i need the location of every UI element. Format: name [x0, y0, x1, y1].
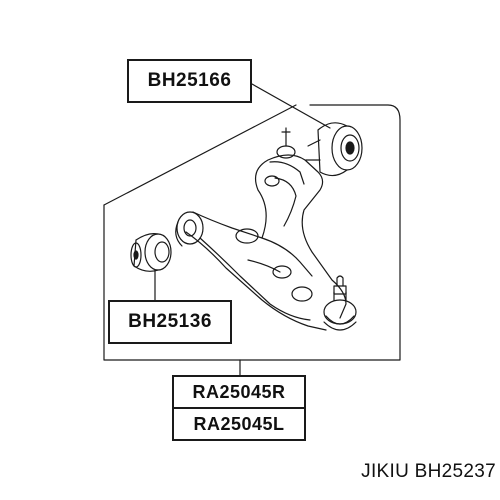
part-label-arm-right: RA25045R	[172, 375, 306, 409]
top-bushing-drawing	[305, 122, 363, 177]
assembly-frame	[103, 104, 401, 361]
control-arm-drawing	[175, 127, 347, 331]
front-bushing-drawing	[130, 233, 172, 272]
ball-joint-drawing	[323, 275, 357, 331]
assembly-frame-diagonal	[103, 104, 297, 206]
part-label-arm-left: RA25045L	[172, 407, 306, 441]
brand-part-caption: JIKIU BH25237	[361, 461, 496, 482]
part-label-front-bushing: BH25136	[108, 300, 232, 344]
part-label-top-bushing: BH25166	[127, 59, 252, 103]
leader-top-bushing	[251, 83, 331, 129]
